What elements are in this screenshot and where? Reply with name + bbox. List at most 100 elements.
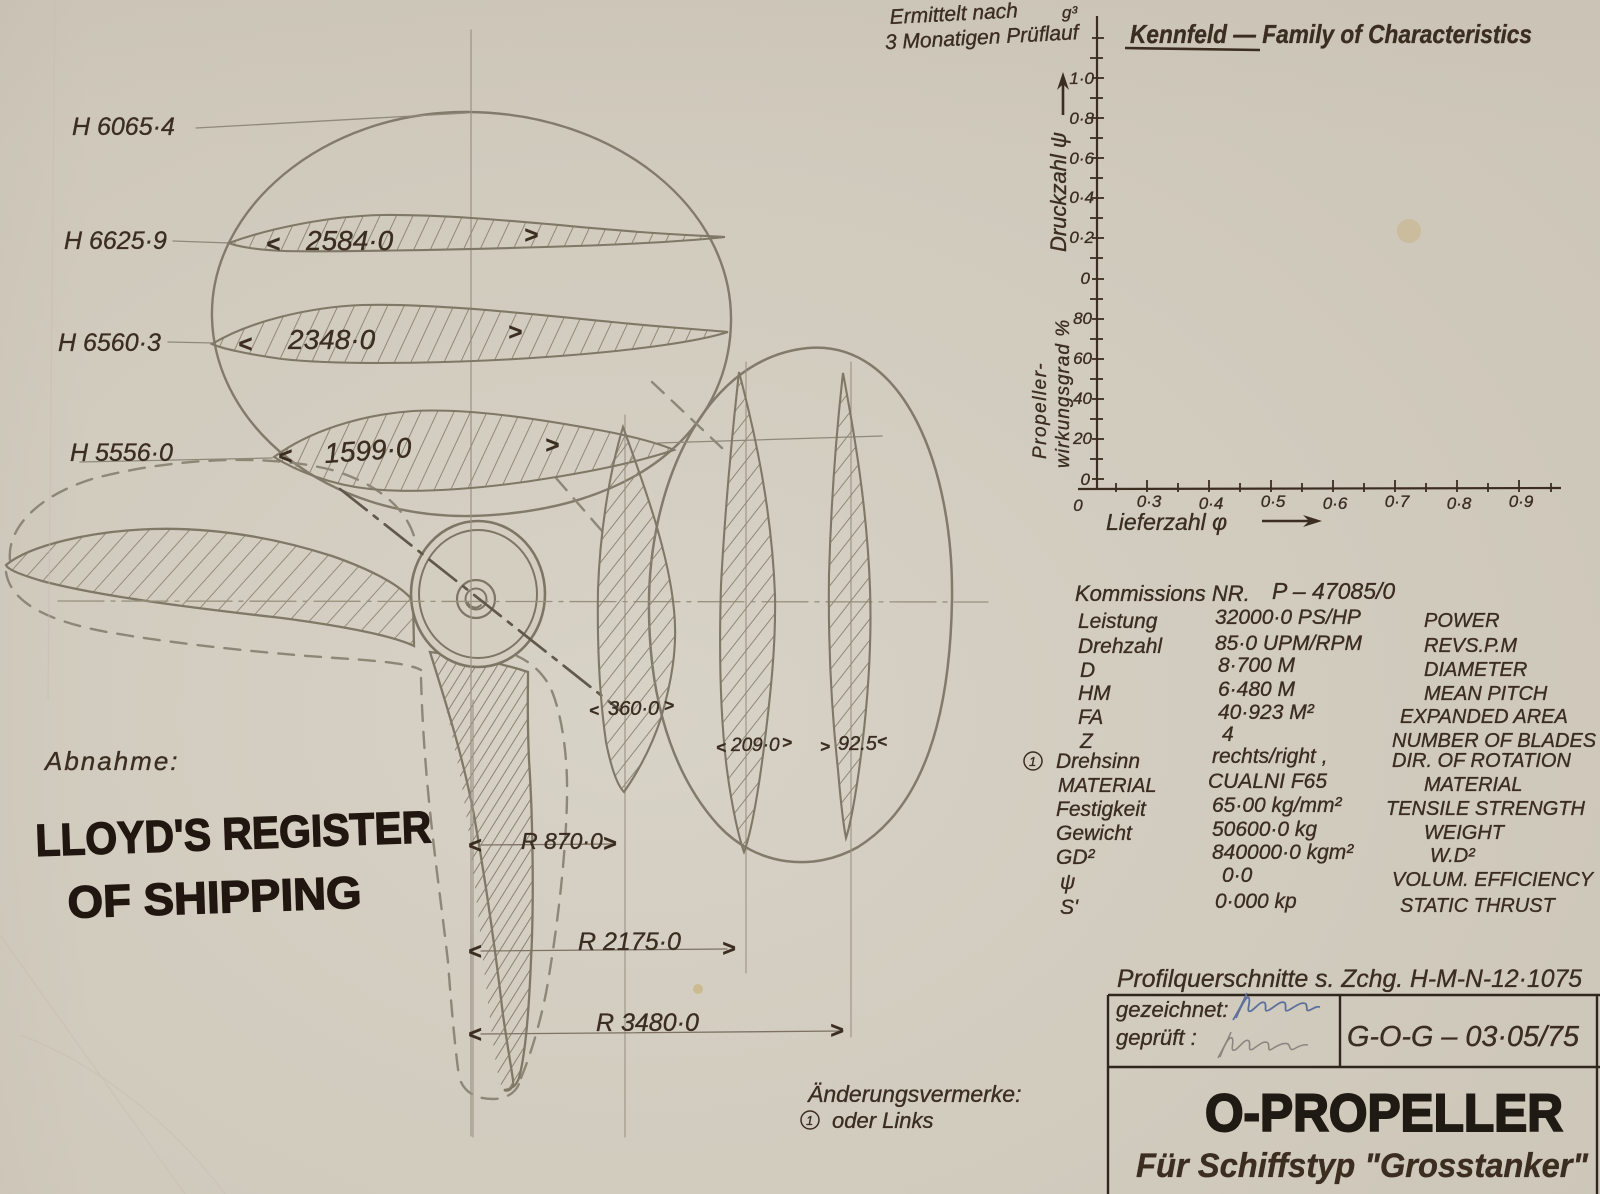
svg-text:Für Schiffstyp "Grosstanker": Für Schiffstyp "Grosstanker" bbox=[1136, 1147, 1589, 1185]
svg-text:0·9: 0·9 bbox=[1509, 492, 1534, 511]
svg-text:0·4: 0·4 bbox=[1069, 188, 1094, 207]
svg-text:rechts/right ,: rechts/right , bbox=[1212, 745, 1328, 768]
svg-text:0·8: 0·8 bbox=[1447, 494, 1472, 513]
svg-text:DIAMETER: DIAMETER bbox=[1424, 659, 1527, 681]
svg-text:VOLUM. EFFICIENCY: VOLUM. EFFICIENCY bbox=[1392, 869, 1595, 891]
svg-text:360·0: 360·0 bbox=[608, 698, 659, 720]
svg-text:>: > bbox=[664, 696, 674, 715]
svg-text:32000·0 PS/HP: 32000·0 PS/HP bbox=[1215, 606, 1361, 629]
svg-text:0·5: 0·5 bbox=[1261, 492, 1286, 511]
svg-text:Lieferzahl φ: Lieferzahl φ bbox=[1106, 509, 1227, 535]
svg-text:Kommissions NR.: Kommissions NR. bbox=[1075, 581, 1250, 606]
svg-text:65·00 kg/mm²: 65·00 kg/mm² bbox=[1212, 794, 1343, 817]
svg-text:0·7: 0·7 bbox=[1385, 492, 1410, 511]
svg-text:0·2: 0·2 bbox=[1069, 228, 1094, 247]
svg-text:CUALNI F65: CUALNI F65 bbox=[1208, 770, 1327, 793]
svg-text:Gewicht: Gewicht bbox=[1056, 822, 1133, 845]
svg-text:R 870·0: R 870·0 bbox=[521, 828, 603, 854]
svg-text:MEAN PITCH: MEAN PITCH bbox=[1424, 683, 1548, 705]
svg-text:<: < bbox=[468, 938, 481, 964]
svg-text:D: D bbox=[1080, 659, 1095, 682]
svg-text:GD²: GD² bbox=[1056, 846, 1096, 869]
svg-text:85·0 UPM/RPM: 85·0 UPM/RPM bbox=[1215, 632, 1363, 655]
svg-text:MATERIAL: MATERIAL bbox=[1058, 775, 1157, 797]
svg-text:>: > bbox=[508, 319, 522, 346]
svg-text:92.5: 92.5 bbox=[838, 733, 878, 755]
svg-text:FA: FA bbox=[1078, 706, 1103, 729]
svg-text:>: > bbox=[545, 432, 559, 459]
svg-text:<: < bbox=[468, 832, 481, 858]
svg-text:6·480 M: 6·480 M bbox=[1218, 678, 1296, 701]
svg-text:50600·0 kg: 50600·0 kg bbox=[1212, 818, 1317, 841]
svg-text:2584·0: 2584·0 bbox=[305, 225, 394, 256]
svg-text:2348·0: 2348·0 bbox=[287, 324, 376, 355]
svg-text:<: < bbox=[238, 331, 252, 358]
svg-text:OF SHIPPING: OF SHIPPING bbox=[67, 867, 363, 928]
svg-text:1·0: 1·0 bbox=[1069, 69, 1094, 88]
svg-text:1599·0: 1599·0 bbox=[323, 432, 413, 469]
svg-text:Kennfeld — Family of Character: Kennfeld — Family of Characteristics bbox=[1130, 19, 1532, 49]
svg-text:Leistung: Leistung bbox=[1078, 610, 1158, 633]
svg-text:oder Links: oder Links bbox=[832, 1108, 934, 1133]
svg-text:0·0: 0·0 bbox=[1222, 864, 1253, 887]
svg-text:WEIGHT: WEIGHT bbox=[1424, 822, 1506, 844]
svg-text:W.D²: W.D² bbox=[1430, 845, 1476, 867]
svg-text:<: < bbox=[589, 701, 599, 720]
svg-text:20: 20 bbox=[1072, 429, 1092, 448]
svg-text:R 2175·0: R 2175·0 bbox=[578, 928, 681, 956]
svg-text:0: 0 bbox=[1081, 470, 1091, 489]
svg-text:wirkungsgrad %: wirkungsgrad % bbox=[1053, 319, 1074, 468]
svg-text:Drehzahl: Drehzahl bbox=[1078, 635, 1163, 658]
svg-text:>: > bbox=[782, 733, 792, 752]
svg-text:<: < bbox=[266, 231, 280, 258]
svg-text:H 5556·0: H 5556·0 bbox=[70, 439, 173, 467]
svg-text:G-O-G – 03·05/75: G-O-G – 03·05/75 bbox=[1347, 1021, 1580, 1053]
svg-text:P – 47085/0: P – 47085/0 bbox=[1272, 578, 1395, 604]
svg-text:Druckzahl ψ: Druckzahl ψ bbox=[1046, 132, 1071, 252]
svg-text:H 6560·3: H 6560·3 bbox=[58, 329, 161, 357]
svg-text:Festigkeit: Festigkeit bbox=[1056, 798, 1147, 821]
svg-text:Änderungsvermerke:: Änderungsvermerke: bbox=[807, 1081, 1022, 1107]
svg-text:0·6: 0·6 bbox=[1323, 494, 1348, 513]
svg-text:8·700 M: 8·700 M bbox=[1218, 654, 1296, 677]
svg-text:0·3: 0·3 bbox=[1137, 492, 1162, 511]
svg-text:40·923 M²: 40·923 M² bbox=[1218, 701, 1315, 724]
svg-text:DIR. OF ROTATION: DIR. OF ROTATION bbox=[1392, 750, 1571, 772]
svg-text:1: 1 bbox=[806, 1113, 813, 1128]
svg-text:Drehsinn: Drehsinn bbox=[1056, 750, 1140, 773]
svg-text:0·6: 0·6 bbox=[1069, 149, 1094, 168]
svg-text:0·4: 0·4 bbox=[1199, 494, 1224, 513]
svg-text:REVS.P.M: REVS.P.M bbox=[1424, 635, 1517, 657]
svg-text:60: 60 bbox=[1073, 349, 1092, 368]
svg-text:>: > bbox=[820, 737, 830, 756]
svg-text:<: < bbox=[468, 1021, 481, 1047]
svg-text:R 3480·0: R 3480·0 bbox=[596, 1009, 699, 1037]
svg-text:POWER: POWER bbox=[1424, 610, 1500, 632]
svg-text:>: > bbox=[830, 1017, 843, 1043]
svg-text:Abnahme:: Abnahme: bbox=[43, 746, 180, 776]
svg-text:0: 0 bbox=[1073, 496, 1083, 515]
svg-text:1: 1 bbox=[1029, 754, 1036, 769]
svg-text:ψ: ψ bbox=[1060, 871, 1075, 894]
svg-text:TENSILE STRENGTH: TENSILE STRENGTH bbox=[1386, 798, 1585, 820]
svg-text:gezeichnet:: gezeichnet: bbox=[1116, 997, 1229, 1022]
svg-text:Profilquerschnitte s. Zchg. H-: Profilquerschnitte s. Zchg. H-M-N-12·107… bbox=[1117, 965, 1582, 993]
svg-text:Z: Z bbox=[1079, 730, 1094, 753]
svg-text:MATERIAL: MATERIAL bbox=[1424, 774, 1523, 796]
svg-text:Propeller-: Propeller- bbox=[1030, 362, 1051, 459]
svg-text:>: > bbox=[722, 935, 735, 961]
svg-text:<: < bbox=[278, 443, 292, 470]
svg-text:40: 40 bbox=[1073, 389, 1092, 408]
svg-text:HM: HM bbox=[1078, 682, 1111, 705]
svg-text:840000·0 kgm²: 840000·0 kgm² bbox=[1212, 841, 1354, 864]
svg-text:<: < bbox=[716, 738, 726, 757]
svg-text:STATIC THRUST: STATIC THRUST bbox=[1400, 895, 1557, 917]
svg-text:g³: g³ bbox=[1062, 3, 1078, 22]
svg-text:EXPANDED AREA: EXPANDED AREA bbox=[1400, 706, 1568, 728]
svg-text:>: > bbox=[524, 222, 538, 249]
svg-text:O-PROPELLER: O-PROPELLER bbox=[1205, 1084, 1563, 1143]
svg-text:0: 0 bbox=[1081, 269, 1091, 288]
svg-text:<: < bbox=[877, 732, 887, 751]
svg-text:209·0: 209·0 bbox=[730, 735, 780, 756]
svg-text:geprüft :: geprüft : bbox=[1116, 1025, 1197, 1050]
